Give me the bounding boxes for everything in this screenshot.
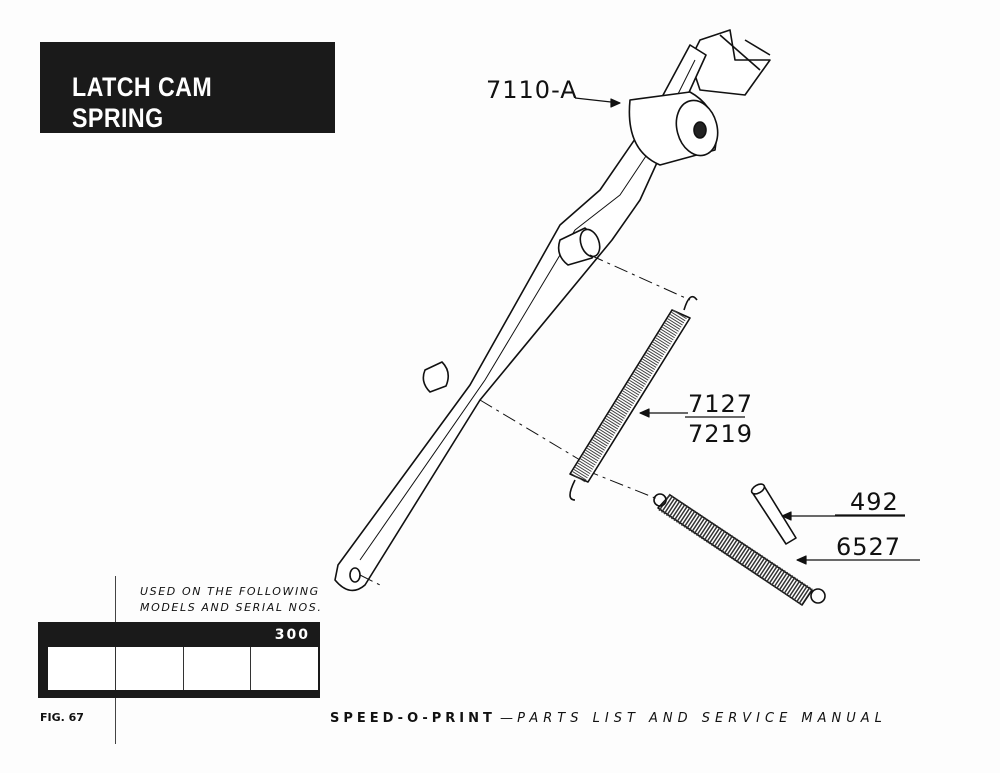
usage-line-1: USED ON THE FOLLOWING — [140, 585, 320, 598]
callout-7219: 7219 — [688, 420, 754, 448]
model-number: 300 — [274, 627, 310, 643]
lever-arm — [334, 44, 707, 592]
lower-stud — [422, 361, 450, 393]
footer: SPEED-O-PRINT — PARTS LIST AND SERVICE M… — [330, 711, 887, 726]
models-table: 300 — [38, 622, 320, 698]
figure-number: FIG. 67 — [40, 711, 84, 724]
usage-caption: USED ON THE FOLLOWING MODELS AND SERIAL … — [140, 584, 322, 616]
callout-492: 492 — [850, 488, 899, 516]
footer-brand: SPEED-O-PRINT — [330, 711, 496, 726]
serial-cell — [114, 647, 183, 690]
callout-7127: 7127 — [688, 390, 754, 418]
serial-cell — [48, 647, 115, 690]
serial-cells — [48, 647, 318, 690]
upper-spring — [569, 295, 698, 501]
footer-subtitle: PARTS LIST AND SERVICE MANUAL — [517, 711, 887, 726]
callout-6527: 6527 — [836, 533, 902, 561]
serial-cell — [250, 647, 318, 690]
callout-7110-a: 7110-A — [486, 76, 578, 104]
page-title: LATCH CAM SPRING — [72, 72, 213, 133]
title-banner: LATCH CAM SPRING — [40, 42, 335, 133]
serial-cell — [182, 647, 251, 690]
usage-line-2: MODELS AND SERIAL NOS. — [140, 601, 323, 614]
footer-dash: — — [500, 711, 514, 726]
lower-spring — [653, 493, 826, 606]
